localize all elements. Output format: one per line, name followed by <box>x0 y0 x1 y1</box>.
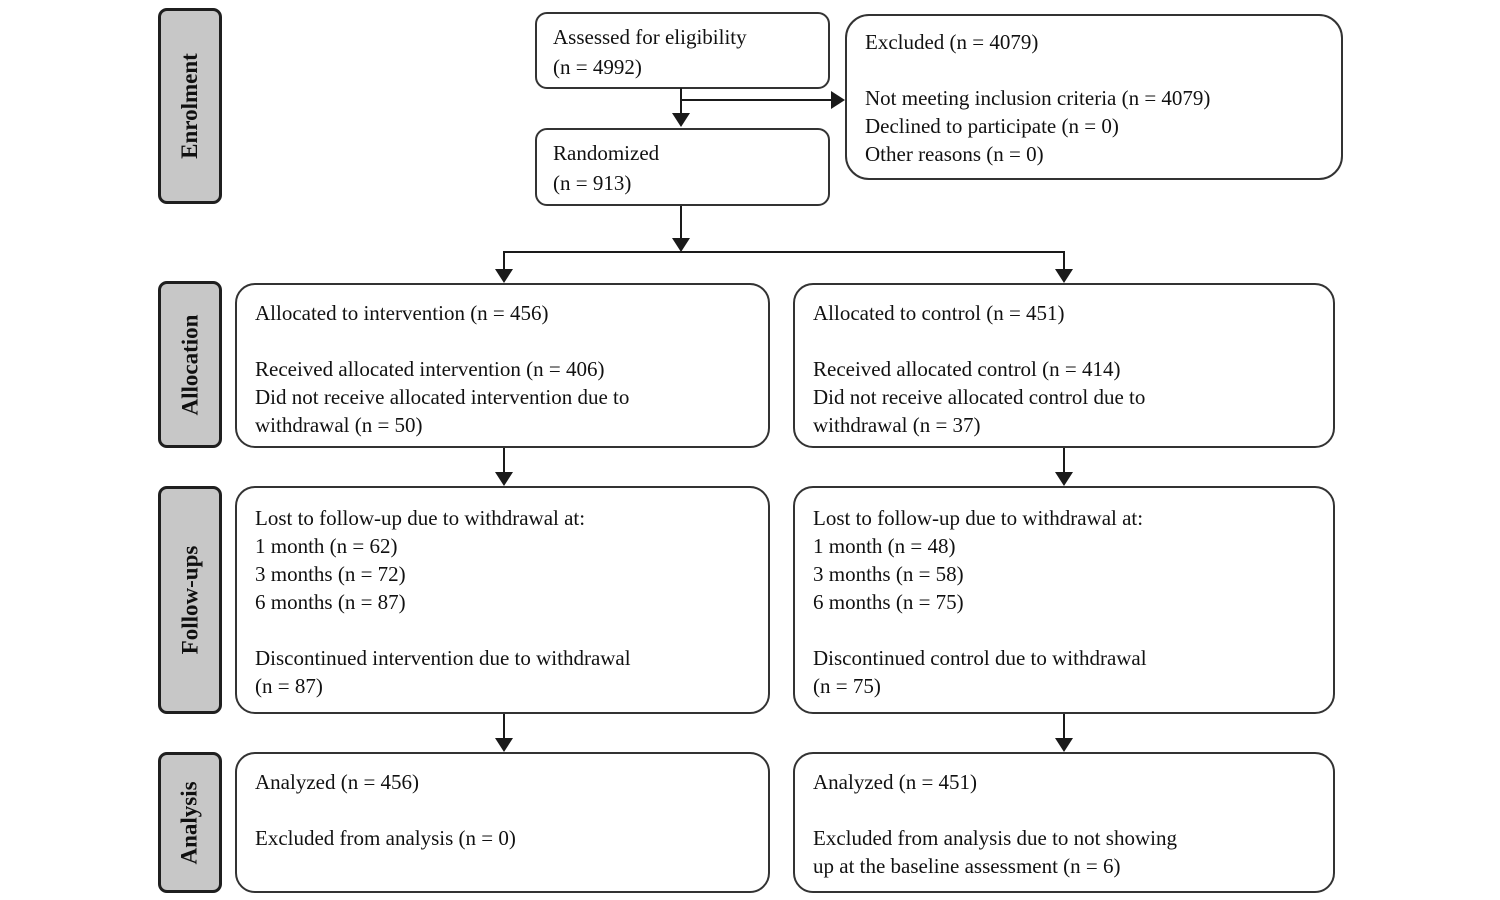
arrow-alloc-to-followup-right-head <box>1055 472 1073 486</box>
box-line: withdrawal (n = 37) <box>813 413 981 437</box>
followup-intervention-box: Lost to follow-up due to withdrawal at: … <box>235 486 770 714</box>
box-line: Randomized <box>553 141 660 165</box>
box-line: 1 month (n = 62) <box>255 534 398 558</box>
box-line: Excluded from analysis (n = 0) <box>255 826 516 850</box>
arrow-randomized-to-split-line <box>680 206 682 239</box>
stage-label-analysis-text: Analysis <box>177 780 202 865</box>
arrow-split-to-control-head <box>1055 269 1073 283</box>
box-line: Assessed for eligibility <box>553 25 747 49</box>
box-line: (n = 4992) <box>553 55 642 79</box>
box-line <box>813 616 1315 644</box>
arrow-followup-to-analysis-left-line <box>503 714 505 739</box>
box-line: Excluded from analysis due to not showin… <box>813 826 1177 850</box>
box-line: Not meeting inclusion criteria (n = 4079… <box>865 86 1211 110</box>
arrow-split-to-intervention-line <box>503 251 505 270</box>
arrow-to-excluded-head <box>831 91 845 109</box>
box-line: 6 months (n = 87) <box>255 590 406 614</box>
arrow-alloc-to-followup-left-head <box>495 472 513 486</box>
box-line: Allocated to intervention (n = 456) <box>255 301 549 325</box>
arrow-split-to-intervention-head <box>495 269 513 283</box>
arrow-followup-to-analysis-right-head <box>1055 738 1073 752</box>
box-line: (n = 87) <box>255 674 323 698</box>
box-line: Lost to follow-up due to withdrawal at: <box>813 506 1144 530</box>
box-line <box>255 327 750 355</box>
arrow-randomized-to-split-head <box>672 238 690 252</box>
arrow-alloc-to-followup-right-line <box>1063 448 1065 473</box>
box-line: (n = 75) <box>813 674 881 698</box>
excluded-box: Excluded (n = 4079) Not meeting inclusio… <box>845 14 1343 180</box>
box-line <box>865 56 1323 84</box>
analyzed-intervention-box: Analyzed (n = 456) Excluded from analysi… <box>235 752 770 893</box>
box-line: Did not receive allocated control due to <box>813 385 1146 409</box>
box-line: Declined to participate (n = 0) <box>865 114 1119 138</box>
followup-control-box: Lost to follow-up due to withdrawal at: … <box>793 486 1335 714</box>
box-line: Allocated to control (n = 451) <box>813 301 1065 325</box>
box-line: Discontinued intervention due to withdra… <box>255 646 631 670</box>
stage-label-followups-text: Follow-ups <box>177 545 203 655</box>
randomized-box: Randomized (n = 913) <box>535 128 830 206</box>
box-line: Lost to follow-up due to withdrawal at: <box>255 506 586 530</box>
box-line <box>813 327 1315 355</box>
stage-label-enrolment-text: Enrolment <box>177 53 203 159</box>
assessed-box: Assessed for eligibility (n = 4992) <box>535 12 830 89</box>
arrow-assessed-to-randomized-head <box>672 113 690 127</box>
box-line <box>813 796 1315 824</box>
box-line: Excluded (n = 4079) <box>865 30 1039 54</box>
box-line: Received allocated intervention (n = 406… <box>255 357 605 381</box>
box-line: Did not receive allocated intervention d… <box>255 385 630 409</box>
stage-label-allocation: Allocation <box>158 281 222 448</box>
arrow-followup-to-analysis-right-line <box>1063 714 1065 739</box>
box-line: up at the baseline assessment (n = 6) <box>813 854 1121 878</box>
split-line <box>503 251 1065 253</box>
box-line: 3 months (n = 72) <box>255 562 406 586</box>
box-line: Analyzed (n = 451) <box>813 770 978 794</box>
box-line: Other reasons (n = 0) <box>865 142 1044 166</box>
allocated-control-box: Allocated to control (n = 451) Received … <box>793 283 1335 448</box>
box-line: 1 month (n = 48) <box>813 534 956 558</box>
box-line: Analyzed (n = 456) <box>255 770 420 794</box>
allocated-intervention-box: Allocated to intervention (n = 456) Rece… <box>235 283 770 448</box>
box-line: 6 months (n = 75) <box>813 590 964 614</box>
box-line: withdrawal (n = 50) <box>255 413 423 437</box>
stage-label-followups: Follow-ups <box>158 486 222 714</box>
box-line: (n = 913) <box>553 171 632 195</box>
box-line <box>255 616 750 644</box>
stage-label-allocation-text: Allocation <box>177 314 203 415</box>
box-line <box>255 796 750 824</box>
box-line: 3 months (n = 58) <box>813 562 964 586</box>
analyzed-control-box: Analyzed (n = 451) Excluded from analysi… <box>793 752 1335 893</box>
arrow-followup-to-analysis-left-head <box>495 738 513 752</box>
arrow-to-excluded-line <box>680 99 831 101</box>
stage-label-enrolment: Enrolment <box>158 8 222 204</box>
stage-label-analysis: Analysis <box>158 752 222 893</box>
arrow-alloc-to-followup-left-line <box>503 448 505 473</box>
arrow-assessed-to-randomized-line <box>680 88 682 114</box>
box-line: Received allocated control (n = 414) <box>813 357 1121 381</box>
box-line: Discontinued control due to withdrawal <box>813 646 1147 670</box>
arrow-split-to-control-line <box>1063 251 1065 270</box>
